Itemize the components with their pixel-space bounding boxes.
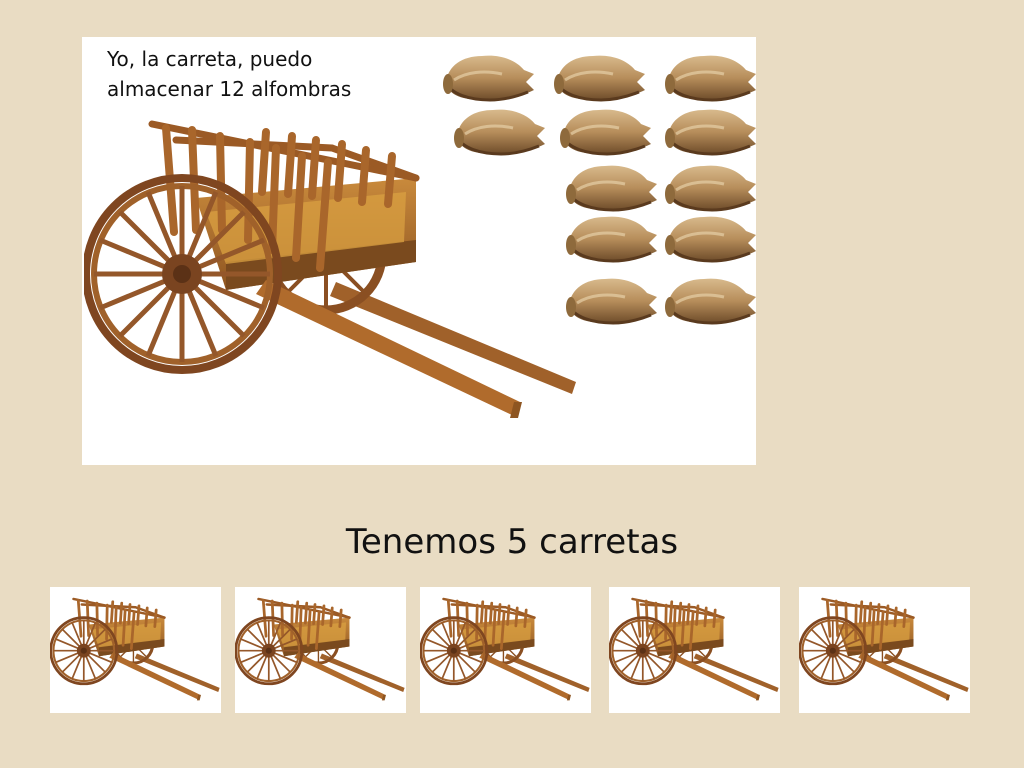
large-cart-image: [84, 112, 580, 432]
cart-icon: [50, 597, 221, 702]
slide-heading: Tenemos 5 carretas: [345, 522, 679, 562]
rug-icon: [663, 277, 758, 325]
rug-icon: [452, 108, 547, 156]
rug-icon: [663, 108, 758, 156]
rug-icon: [663, 164, 758, 212]
cart-icon: [420, 597, 591, 702]
cart-thumbnail: [799, 587, 970, 713]
cart-icon: [799, 597, 970, 702]
rug-icon: [663, 54, 758, 102]
caption-line-1: Yo, la carreta, puedo: [107, 47, 313, 71]
cart-thumbnail: [609, 587, 780, 713]
rug-icon: [558, 108, 653, 156]
rug-icon: [564, 277, 659, 325]
cart-thumbnail: [235, 587, 406, 713]
cart-thumbnail: [420, 587, 591, 713]
cart-thumbnail: [50, 587, 221, 713]
rug-icon: [441, 54, 536, 102]
caption-line-2: almacenar 12 alfombras: [107, 77, 352, 101]
rug-icon: [564, 215, 659, 263]
cart-icon: [609, 597, 780, 702]
cart-caption: Yo, la carreta, puedo almacenar 12 alfom…: [107, 44, 351, 104]
rug-icon: [663, 215, 758, 263]
cart-icon: [235, 597, 406, 702]
rug-icon: [564, 164, 659, 212]
rug-icon: [552, 54, 647, 102]
